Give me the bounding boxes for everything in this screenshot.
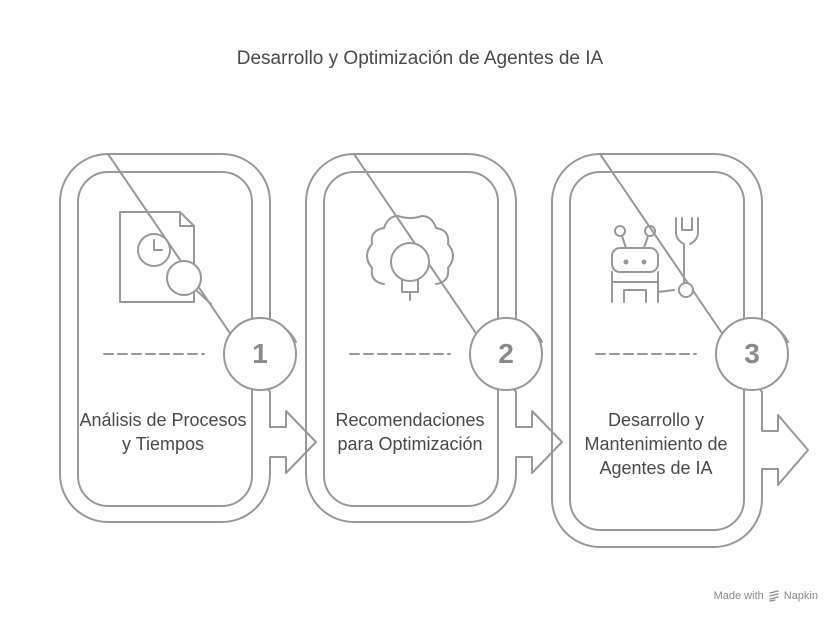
napkin-logo-icon	[769, 590, 779, 602]
step-1-label: Análisis de Procesos y Tiempos	[79, 410, 247, 454]
step-2-number: 2	[498, 338, 514, 369]
step-1-number: 1	[252, 338, 268, 369]
step-3-number-circle	[715, 317, 789, 391]
step-2-card	[305, 153, 563, 523]
step-3-number: 3	[744, 338, 760, 369]
watermark-brand: Napkin	[783, 590, 818, 602]
step-3-card	[551, 153, 809, 548]
step-3-label: Desarrollo y Mantenimiento de Agentes de…	[584, 410, 728, 478]
watermark: Made with Napkin	[714, 590, 818, 602]
document-clock-search-icon	[119, 211, 212, 305]
step-2-label: Recomendaciones para Optimización	[335, 410, 485, 454]
step-1-number-circle	[223, 317, 297, 391]
robot-wrench-icon	[611, 217, 699, 303]
page-title: Desarrollo y Optimización de Agentes de …	[236, 48, 604, 69]
step-1-card	[59, 153, 317, 523]
watermark-prefix: Made with	[713, 590, 764, 602]
gear-lightbulb-icon	[366, 215, 454, 301]
step-2-number-circle	[469, 317, 543, 391]
